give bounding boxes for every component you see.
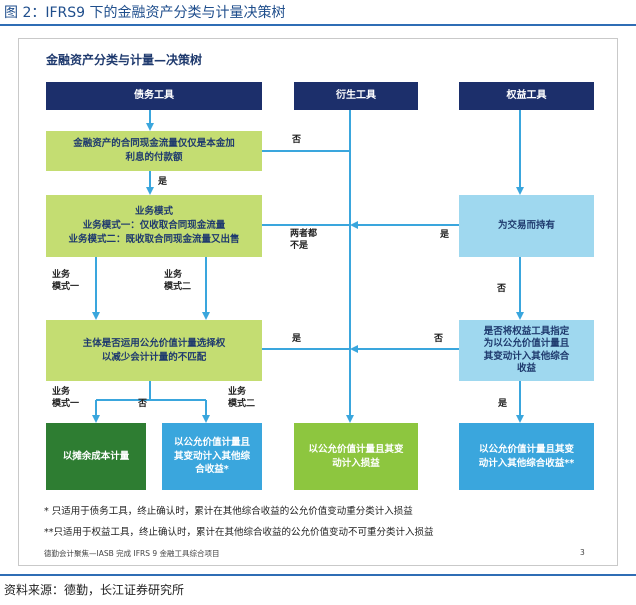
business-model-one: 业务模式一：仅收取合同现金流量 (82, 220, 226, 232)
fair-value-option-box: 主体是否运用公允价值计量选择权 以减少会计计量的不匹配 (46, 320, 262, 381)
tree-title: 金融资产分类与计量—决策树 (46, 53, 203, 67)
deck-page-number: 3 (580, 548, 585, 557)
label-trading-yes: 是 (440, 230, 450, 240)
title-rule (0, 24, 636, 26)
fvtpl-line-1: 以公允价值计量且其变 (308, 443, 404, 455)
business-model-two: 业务模式二：既收取合同现金流量又出售 (68, 233, 240, 245)
label-bm1-upper-line-1: 业务 (52, 270, 71, 280)
label-oci-no: 否 (434, 334, 444, 344)
label-neither-line-1: 两者都 (290, 229, 318, 239)
note-equity-no-recycling: **只适用于权益工具，终止确认时，累计在其他综合收益的公允价值变动不可重分类计入… (44, 527, 434, 538)
sppi-line-1: 金融资产的合同现金流量仅仅是本金加 (73, 138, 235, 150)
fvoci-debt-line-1: 以公允价值计量且 (173, 436, 250, 448)
fvoci-equity-line-2: 动计入其他综合收益** (478, 457, 575, 469)
fvoci-debt-box: 以公允价值计量且 其变动计入其他综 合收益* (162, 423, 262, 490)
label-sppi-yes: 是 (158, 177, 168, 187)
note-debt-recycling: * 只适用于债务工具，终止确认时，累计在其他综合收益的公允价值变动重分类计入损益 (44, 506, 413, 517)
label-bm1-lower-line-1: 业务 (52, 387, 71, 397)
header-debt-instruments: 债务工具 (46, 82, 262, 110)
label-bm2-lower: 业务 模式二 (228, 386, 255, 410)
label-neither-line-2: 不是 (290, 241, 309, 252)
label-bm2-upper: 业务 模式二 (164, 269, 191, 293)
label-oci-yes: 是 (498, 399, 508, 409)
label-sppi-no: 否 (292, 135, 302, 145)
label-bm1-lower: 业务 模式一 (52, 386, 79, 410)
oci-designation-box: 是否将权益工具指定 为以公允价值计量且 其变动计入其他综合 收益 (459, 320, 594, 381)
label-bm1-upper: 业务 模式一 (52, 269, 79, 293)
business-model-box: 业务模式 业务模式一：仅收取合同现金流量 业务模式二：既收取合同现金流量又出售 (46, 195, 262, 257)
label-fvo-no: 否 (138, 399, 148, 409)
fvoci-equity-line-1: 以公允价值计量且其变 (478, 443, 574, 455)
oci-designate-line-2: 为以公允价值计量且 (483, 338, 570, 350)
label-trading-no: 否 (497, 284, 507, 294)
fvo-line-1: 主体是否运用公允价值计量选择权 (82, 337, 226, 349)
fvoci-equity-box: 以公允价值计量且其变 动计入其他综合收益** (459, 423, 594, 490)
amortized-cost-box: 以摊余成本计量 (46, 423, 146, 490)
label-bm2-lower-line-2: 模式二 (228, 399, 256, 410)
held-for-trading-box: 为交易而持有 (459, 195, 594, 257)
label-bm1-lower-line-2: 模式一 (52, 399, 80, 410)
oci-designate-line-1: 是否将权益工具指定 (483, 325, 570, 337)
oci-designate-line-3: 其变动计入其他综合 (483, 350, 570, 362)
label-fvo-yes: 是 (292, 334, 302, 344)
fvoci-debt-line-2: 其变动计入其他综 (173, 450, 250, 462)
sppi-test-box: 金融资产的合同现金流量仅仅是本金加 利息的付款额 (46, 131, 262, 171)
fvo-line-2: 以减少会计计量的不匹配 (101, 351, 207, 363)
fvtpl-line-2: 动计入损益 (332, 457, 380, 469)
deck-footer-text: 德勤会计聚焦—IASB 完成 IFRS 9 金融工具综合项目 (44, 549, 220, 558)
label-bm2-lower-line-1: 业务 (228, 387, 247, 397)
fvoci-debt-line-3: 合收益* (195, 464, 229, 476)
source-note: 资料来源：德勤，长江证券研究所 (4, 583, 185, 597)
oci-designate-line-4: 收益 (516, 362, 536, 374)
fvtpl-box: 以公允价值计量且其变 动计入损益 (294, 423, 418, 490)
header-equity-instruments: 权益工具 (459, 82, 594, 110)
label-bm2-upper-line-1: 业务 (164, 270, 183, 280)
figure-title: 图 2：IFRS9 下的金融资产分类与计量决策树 (4, 5, 286, 21)
sppi-line-2: 利息的付款额 (125, 152, 183, 163)
label-bm2-upper-line-2: 模式二 (164, 282, 192, 293)
source-rule (0, 574, 636, 576)
label-model-neither: 两者都 不是 (290, 228, 317, 252)
header-derivatives: 衍生工具 (294, 82, 418, 110)
business-model-title: 业务模式 (134, 206, 173, 218)
label-bm1-upper-line-2: 模式一 (52, 282, 80, 293)
